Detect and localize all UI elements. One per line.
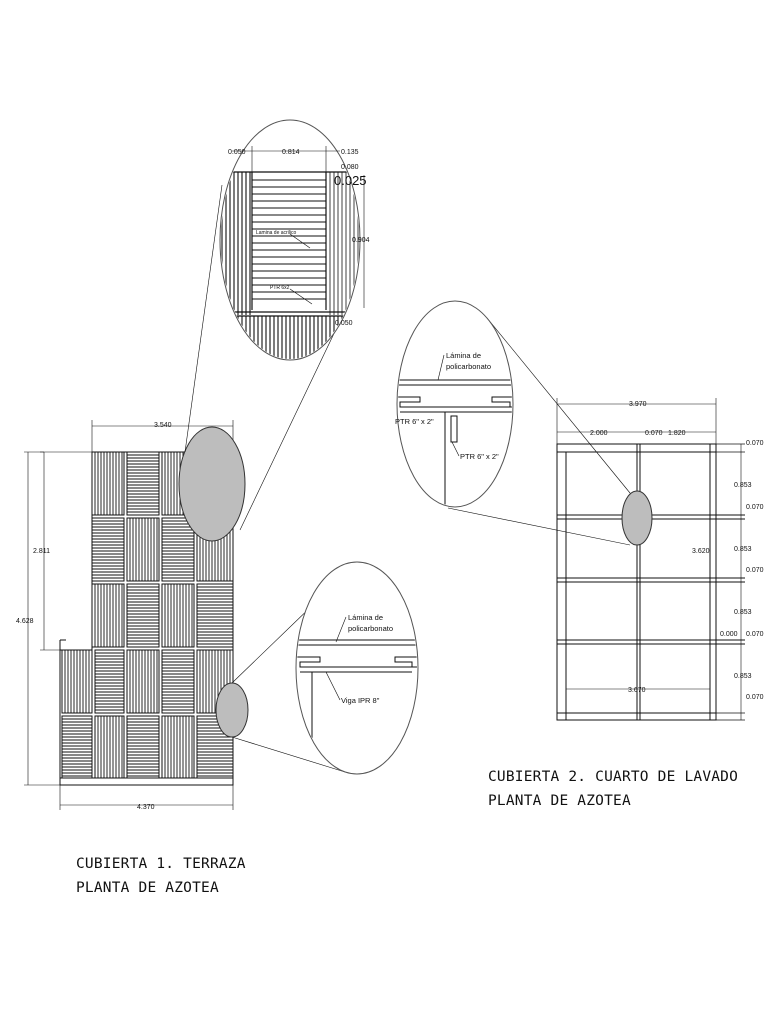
- lavado-dim-inner-width: 3.670: [628, 687, 646, 694]
- lavado-detail-note-1b: policarbonato: [446, 362, 491, 371]
- roof-plan-terraza: 3.540 4.370 2.811 4.628: [16, 184, 351, 896]
- lavado-subtitle: PLANTA DE AZOTEA: [488, 793, 631, 809]
- detail-marker-top: [178, 426, 246, 542]
- lavado-dim-r8: 0.853: [734, 673, 752, 680]
- dim-left-outer-height: 4.628: [16, 451, 60, 786]
- lavado-dim-w2: 0.070: [645, 430, 663, 437]
- terraza-panel: [91, 517, 125, 582]
- dim-bottom-width-label: 4.370: [137, 804, 155, 811]
- terraza-panel: [196, 583, 234, 648]
- terraza-panel: [61, 715, 93, 779]
- terraza-panel: [126, 451, 160, 516]
- lavado-dim-overall-width: 3.970: [629, 401, 647, 408]
- lavado-dim-r6: 0.853: [734, 609, 752, 616]
- lavado-dim-r9: 0.070: [746, 694, 764, 701]
- dim-top-width-label: 3.540: [154, 422, 172, 429]
- dim-left-inner-height-label: 2.811: [33, 548, 50, 555]
- detail-top-dim-4: 0.080: [341, 164, 359, 171]
- detail-bottom-note-1b: policarbonato: [348, 624, 393, 633]
- detail-top-note-1: Lamina de acrilico: [256, 230, 297, 236]
- lavado-detail-note-2: PTR 6" x 2": [395, 417, 434, 426]
- terraza-panel: [94, 715, 125, 779]
- terraza-title: CUBIERTA 1. TERRAZA: [76, 856, 246, 872]
- detail-top-dim-7: 0.050: [335, 320, 353, 327]
- terraza-panel: [161, 649, 195, 714]
- lavado-detail-frame: [396, 300, 514, 508]
- detail-bottom-frame: [295, 561, 419, 775]
- lavado-dim-r3: 0.070: [746, 504, 764, 511]
- lavado-dim-r4: 0.853: [734, 546, 752, 553]
- roof-plan-lavado: 3.970 2.000 0.070 1.820 3.620 3.670 0.07…: [447, 317, 764, 809]
- terraza-panel-grid: [61, 451, 234, 779]
- lavado-detail-circle: Lámina de policarbonato PTR 6" x 2" PTR …: [395, 300, 514, 508]
- dim-bottom-width: 4.370: [59, 785, 234, 811]
- terraza-panel: [161, 517, 195, 582]
- lavado-dim-r7: 0.070: [746, 631, 764, 638]
- detail-bottom-note-2: Viga IPR 8": [341, 696, 380, 705]
- detail-bottom-note-1a: Lámina de: [348, 613, 383, 622]
- detail-marker-bottom: [215, 682, 249, 738]
- lavado-detail-marker: [621, 490, 653, 546]
- lavado-dim-r2: 0.853: [734, 482, 752, 489]
- terraza-subtitle: PLANTA DE AZOTEA: [76, 880, 219, 896]
- detail-top-dim-3: 0.135: [341, 149, 359, 156]
- lavado-dim-w3: 1.820: [668, 430, 686, 437]
- lavado-detail-note-3: PTR 6" x 2": [460, 452, 499, 461]
- detail-top-dim-6: 0.904: [352, 237, 370, 244]
- detail-top-dim-1: 0.050: [228, 149, 246, 156]
- lavado-dim-height: 3.620: [692, 548, 710, 555]
- detail-top-circle: 0.050 0.814 0.135 0.080 0.025 0.904 0.05…: [219, 119, 370, 361]
- detail-top-dim-2: 0.814: [282, 149, 300, 156]
- lavado-detail-note-1a: Lámina de: [446, 351, 481, 360]
- lavado-dim-w1: 2.000: [590, 430, 608, 437]
- lavado-dim-mid: 0.000: [720, 631, 738, 638]
- terraza-panel: [126, 583, 160, 648]
- dim-left-outer-height-label: 4.628: [16, 618, 34, 625]
- terraza-panel: [126, 715, 160, 779]
- lavado-beams: [557, 443, 745, 721]
- lavado-dim-r1: 0.070: [746, 440, 764, 447]
- lavado-dim-r5: 0.070: [746, 567, 764, 574]
- dim-left-inner-height: 2.811: [33, 451, 92, 651]
- terraza-panel: [94, 649, 125, 714]
- detail-top-note-2: PTR 6x2: [270, 285, 290, 291]
- detail-bottom-circle: Lámina de policarbonato Viga IPR 8": [295, 561, 419, 775]
- detail-top-dim-5: 0.025: [334, 173, 367, 188]
- lavado-title: CUBIERTA 2. CUARTO DE LAVADO: [488, 769, 738, 785]
